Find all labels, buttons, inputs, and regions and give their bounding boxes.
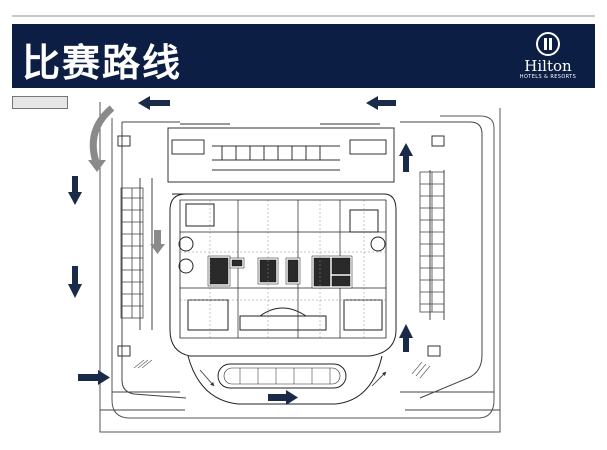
hilton-logo: Hilton HOTELS & RESORTS: [513, 32, 583, 82]
flow-arrows: [199, 369, 387, 387]
hilton-logo-icon: [536, 32, 560, 56]
legend-swatch: [12, 96, 68, 109]
building-cores: [207, 255, 353, 289]
top-rule: [12, 15, 595, 17]
curved-route-arrow: [89, 105, 115, 164]
west-parking: [120, 187, 144, 319]
entrance-hatch: [133, 359, 431, 379]
arrow-right-icon: [268, 390, 298, 405]
arrow-left-icon: [138, 96, 170, 110]
race-route-arrows: [68, 96, 413, 405]
corner-markers: [117, 135, 445, 357]
east-parking: [419, 171, 445, 313]
main-building: [169, 193, 397, 357]
brand-tagline: HOTELS & RESORTS: [519, 74, 577, 80]
arrow-down-icon: [68, 266, 82, 298]
arrow-up-icon: [399, 324, 413, 352]
arrow-down-icon: [68, 176, 82, 205]
site-boundary: [99, 102, 501, 433]
arrow-right-icon: [78, 370, 110, 385]
slide-header: 比赛路线 Hilton HOTELS & RESORTS: [12, 24, 595, 88]
slide-title: 比赛路线: [22, 41, 183, 85]
gray-route-arrow-icon: [150, 230, 165, 254]
north-building: [167, 123, 395, 183]
curved-route-arrowhead: [88, 160, 106, 172]
brand-name: Hilton: [524, 57, 572, 75]
arrow-left-icon: [366, 96, 396, 110]
structural-grid: [180, 200, 386, 338]
arrow-up-icon: [399, 143, 413, 172]
